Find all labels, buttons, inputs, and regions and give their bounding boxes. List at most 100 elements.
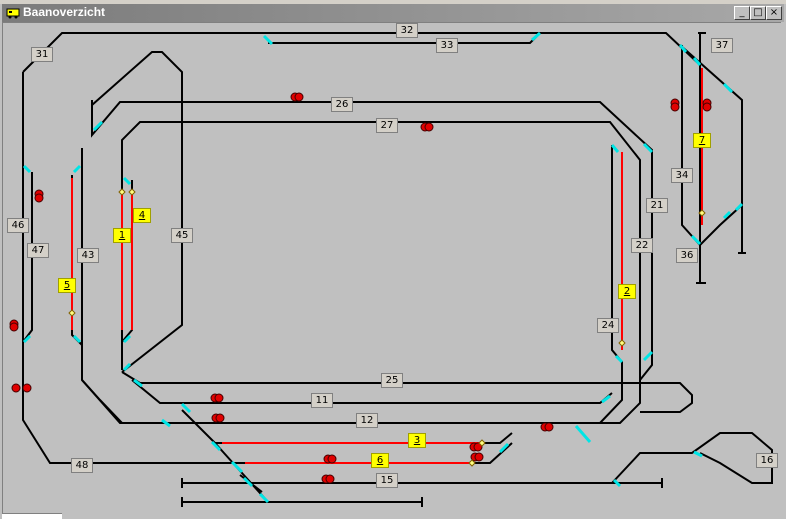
switch-27-west[interactable] [122,176,132,186]
switch-3-west[interactable] [210,440,222,452]
switch-right-36[interactable] [734,202,744,212]
switch-right-low[interactable] [722,210,732,220]
switch-11-west[interactable] [180,402,192,414]
signal-15[interactable] [321,474,335,484]
signal-26[interactable] [290,92,304,102]
switch-right-37[interactable] [692,57,702,66]
switch-22-bottom[interactable] [642,350,654,362]
block-label-43[interactable]: 43 [77,248,99,263]
switch-21-top[interactable] [642,142,654,154]
block-label-11[interactable]: 11 [311,393,333,408]
maximize-button[interactable]: □ [750,6,766,20]
train-marker-7[interactable] [698,209,706,217]
switch-33-west[interactable] [262,34,274,46]
switch-lower-1[interactable] [242,476,254,488]
switch-24-bottom[interactable] [614,354,624,364]
train-markers [68,188,706,467]
block-label-15[interactable]: 15 [376,473,398,488]
signal-6-east[interactable] [470,452,484,462]
track-31-46[interactable] [22,72,240,464]
signal-3[interactable] [469,442,483,452]
block-label-37[interactable]: 37 [711,38,733,53]
block-label-34[interactable]: 34 [671,168,693,183]
block-label-21[interactable]: 21 [646,198,668,213]
train-marker-6[interactable] [468,459,476,467]
train-marker-3[interactable] [478,439,486,447]
track-26[interactable] [91,100,653,381]
switch-3-east[interactable] [498,442,510,454]
switch-16-west[interactable] [693,450,703,458]
block-label-12[interactable]: 12 [356,413,378,428]
block-label-46[interactable]: 46 [7,218,29,233]
block-label-32[interactable]: 32 [396,23,418,38]
train-marker-4[interactable] [128,188,136,196]
track-1-4[interactable] [121,180,133,343]
block-label-27[interactable]: 27 [376,118,398,133]
switch-26-west[interactable] [92,120,104,132]
block-label-25[interactable]: 25 [381,373,403,388]
train-marker-2[interactable] [618,339,626,347]
switch-5-top[interactable] [72,164,82,174]
track-25[interactable] [121,371,693,413]
signal-11[interactable] [210,393,224,403]
switch-1-bottom[interactable] [122,334,132,344]
signals [9,92,712,484]
signal-12-east[interactable] [540,422,554,432]
block-label-31[interactable]: 31 [31,47,53,62]
track-12[interactable] [81,379,123,424]
block-label-16[interactable]: 16 [756,453,778,468]
block-label-6[interactable]: 6 [371,453,389,468]
switch-5-bottom[interactable] [72,334,82,344]
track-16[interactable] [611,432,773,484]
block-label-48[interactable]: 48 [71,458,93,473]
train-marker-1[interactable] [118,188,126,196]
block-label-33[interactable]: 33 [436,38,458,53]
block-label-7[interactable]: 7 [693,133,711,148]
switch-11-east[interactable] [601,394,611,404]
switch-46[interactable] [22,164,32,174]
switch-lower-2[interactable] [258,492,270,504]
switch-47[interactable] [22,334,32,344]
switch-right-top[interactable] [678,44,688,53]
block-label-2[interactable]: 2 [618,284,636,299]
title-bar[interactable]: Baanoverzicht _ □ × [2,4,784,22]
signal-12[interactable] [211,413,225,423]
signal-47[interactable] [9,319,19,332]
track-outer[interactable] [22,32,701,245]
track-45[interactable] [91,51,183,373]
train-marker-5[interactable] [68,309,76,317]
switch-right-bottom[interactable] [690,234,702,246]
switch-33-east[interactable] [531,31,541,42]
track-43[interactable] [81,121,641,424]
minimize-button[interactable]: _ [734,6,750,20]
switch-25-west[interactable] [133,378,143,388]
block-label-5[interactable]: 5 [58,278,76,293]
switch-12-west[interactable] [161,418,171,428]
top-strip [0,0,786,4]
switch-6-west[interactable] [230,460,244,474]
block-label-26[interactable]: 26 [331,97,353,112]
switch-right-upper[interactable] [722,82,734,94]
block-label-22[interactable]: 22 [631,238,653,253]
signal-34-left[interactable] [670,98,680,112]
close-button[interactable]: × [766,6,782,20]
switch-2-top[interactable] [610,144,620,153]
signal-27[interactable] [420,122,434,132]
block-label-4[interactable]: 4 [133,208,151,223]
switch-15-east[interactable] [612,478,622,488]
block-label-45[interactable]: 45 [171,228,193,243]
block-label-24[interactable]: 24 [597,318,619,333]
track-3[interactable] [181,409,513,444]
block-label-3[interactable]: 3 [408,433,426,448]
block-label-47[interactable]: 47 [27,243,49,258]
track-right-loop[interactable] [679,44,743,247]
signal-46[interactable] [34,189,44,203]
signal-48[interactable] [11,383,32,393]
signal-7[interactable] [702,98,712,112]
signal-6[interactable] [323,454,337,464]
switch-45[interactable] [122,362,132,372]
block-label-36[interactable]: 36 [676,248,698,263]
block-label-1[interactable]: 1 [113,228,131,243]
switch-12-east[interactable] [574,425,592,443]
bottom-tab[interactable] [2,513,62,519]
